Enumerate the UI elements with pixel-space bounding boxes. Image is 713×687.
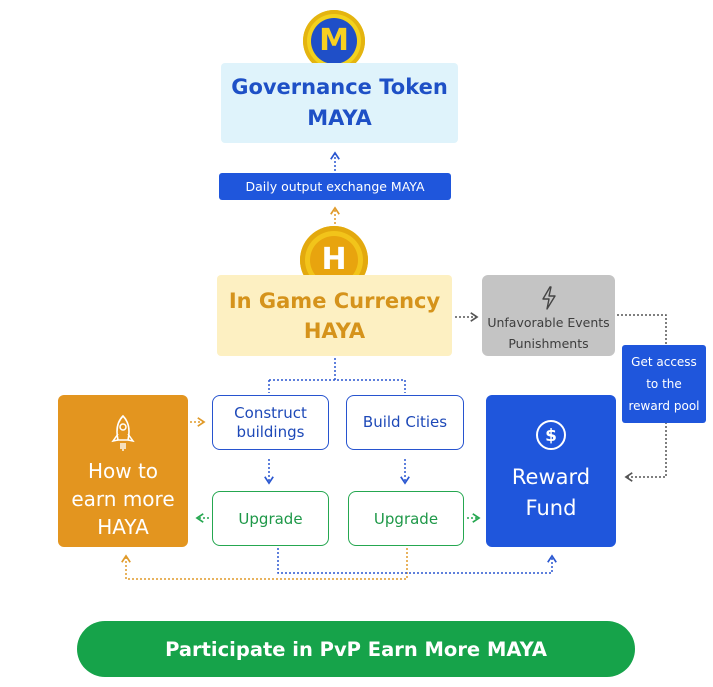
earn-line2: earn more (71, 487, 175, 511)
currency-name: HAYA (303, 318, 366, 343)
access-line1: Get access (631, 355, 697, 369)
construct-buildings-box: Construct buildings (212, 395, 329, 450)
unfavorable-events-box: Unfavorable Events Punishments (482, 275, 615, 356)
daily-exchange-text: Daily output exchange MAYA (245, 179, 425, 194)
maya-coin-glyph: M (311, 18, 357, 64)
construct-line2: buildings (236, 422, 305, 441)
governance-title: Governance Token (231, 75, 448, 99)
build-cities-box: Build Cities (346, 395, 464, 450)
upgrade-cities-box: Upgrade (348, 491, 464, 546)
upgrade-left-label: Upgrade (238, 509, 303, 528)
governance-token-box: Governance Token MAYA (221, 63, 458, 143)
dollar-icon: $ (536, 420, 566, 450)
cities-label: Build Cities (362, 413, 448, 431)
arrow-loop-to-earn (121, 548, 408, 580)
earn-more-haya-box: How to earn more HAYA (58, 395, 188, 547)
upgrade-buildings-box: Upgrade (212, 491, 329, 546)
currency-title: In Game Currency (228, 288, 441, 313)
construct-line1: Construct (234, 403, 307, 422)
in-game-currency-box: In Game Currency HAYA (217, 275, 452, 356)
unfavorable-line1: Unfavorable Events (487, 314, 610, 330)
reward-fund-box: $ Reward Fund (486, 395, 616, 547)
reward-pool-access-box: Get access to the reward pool (622, 345, 706, 423)
earn-line1: How to (87, 459, 159, 483)
unfavorable-line2: Punishments (508, 335, 589, 351)
arrow-loop-to-reward (277, 548, 557, 574)
governance-token-name: MAYA (307, 106, 372, 130)
line-currency-branch (268, 358, 406, 393)
earn-line3: HAYA (97, 515, 149, 539)
maya-coin-icon: M (303, 10, 365, 72)
lightning-icon (541, 285, 556, 310)
upgrade-right-label: Upgrade (373, 509, 439, 528)
reward-line2: Fund (525, 496, 577, 520)
access-line2: to the (646, 377, 682, 391)
daily-exchange-label: Daily output exchange MAYA (219, 173, 451, 200)
pvp-banner-text: Participate in PvP Earn More MAYA (165, 637, 547, 661)
access-line3: reward pool (628, 399, 700, 413)
participate-pvp-banner: Participate in PvP Earn More MAYA (77, 621, 635, 677)
svg-text:$: $ (545, 426, 557, 446)
reward-line1: Reward (511, 465, 591, 489)
rocket-icon (111, 414, 135, 451)
